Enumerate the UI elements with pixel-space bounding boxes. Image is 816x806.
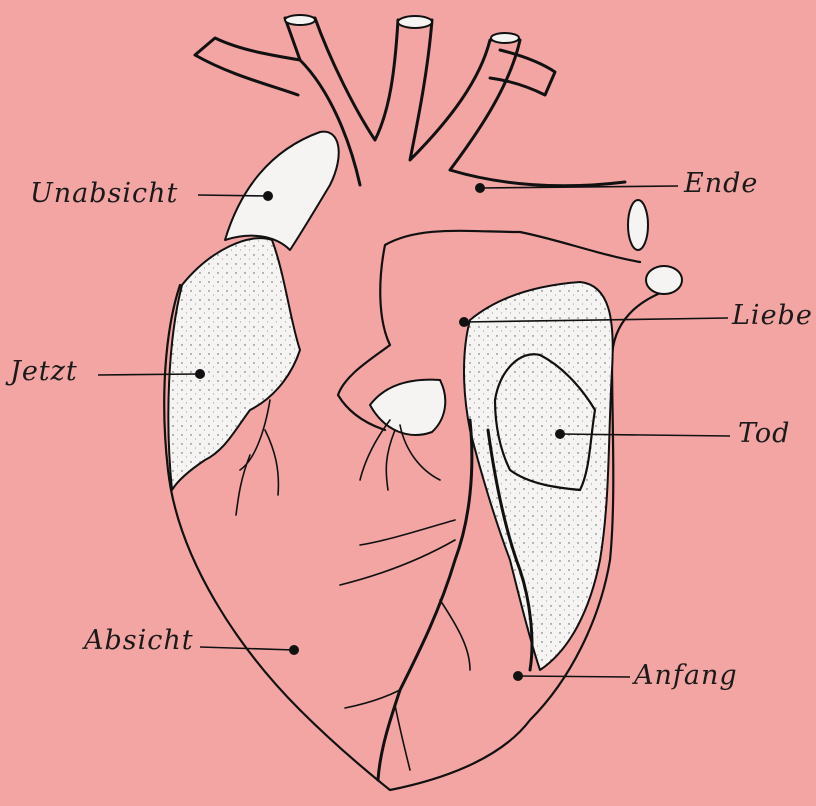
label-anfang: Anfang — [634, 660, 738, 691]
label-liebe: Liebe — [732, 300, 813, 331]
vessel-opening-center — [398, 16, 432, 28]
left-pulmonary-branch — [195, 38, 300, 95]
dot-tod — [555, 429, 565, 439]
label-unabsicht: Unabsicht — [30, 178, 178, 209]
right-chamber-region — [464, 282, 613, 670]
coronary-branches — [236, 400, 470, 770]
vessel-opening-side-2 — [646, 266, 682, 294]
dot-liebe — [459, 317, 469, 327]
vessel-opening-right — [491, 33, 519, 43]
dot-anfang — [513, 671, 523, 681]
leader-unabsicht — [198, 195, 268, 196]
dot-ende — [475, 183, 485, 193]
label-jetzt: Jetzt — [10, 356, 78, 387]
leader-anfang — [518, 676, 630, 677]
label-tod: Tod — [738, 418, 790, 449]
dot-absicht — [289, 645, 299, 655]
label-ende: Ende — [684, 168, 758, 199]
coronary-artery-main — [378, 420, 472, 780]
left-chamber-region — [168, 238, 300, 490]
dot-unabsicht — [263, 191, 273, 201]
label-absicht: Absicht — [84, 625, 194, 656]
small-chamber — [370, 380, 445, 435]
vessel-opening-left — [285, 15, 315, 25]
upper-left-region — [225, 132, 339, 250]
vessel-opening-side — [628, 200, 648, 250]
leader-jetzt — [98, 374, 198, 375]
dot-jetzt — [195, 369, 205, 379]
leader-ende — [480, 186, 678, 188]
vessel-stub-top-right — [490, 50, 555, 95]
